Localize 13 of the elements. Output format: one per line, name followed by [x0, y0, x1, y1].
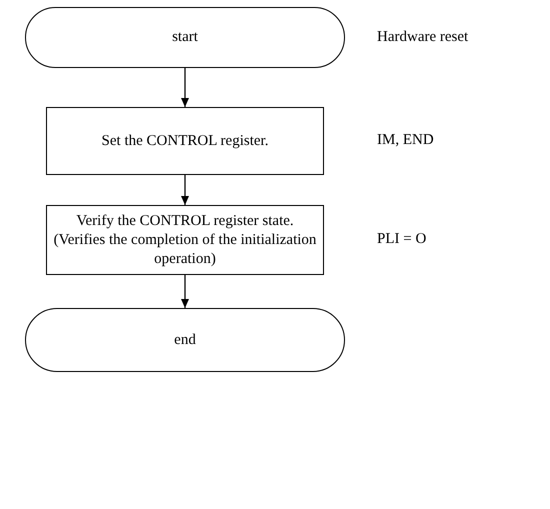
node-text: Set the CONTROL register. [102, 132, 268, 150]
node-text: end [174, 330, 196, 350]
node-text: start [172, 28, 198, 47]
arrow [181, 175, 189, 205]
side-note: Hardware reset [377, 28, 468, 46]
side-note: IM, END [377, 131, 434, 150]
node-text: Verify the CONTROL register state. [76, 212, 294, 230]
side-note: PLI = O [377, 230, 426, 249]
arrow [181, 275, 189, 308]
arrow [181, 68, 189, 107]
process-box [46, 107, 324, 175]
process-box [46, 205, 324, 275]
node-text: (Verifies the completion of the initialization operation) [52, 230, 318, 268]
